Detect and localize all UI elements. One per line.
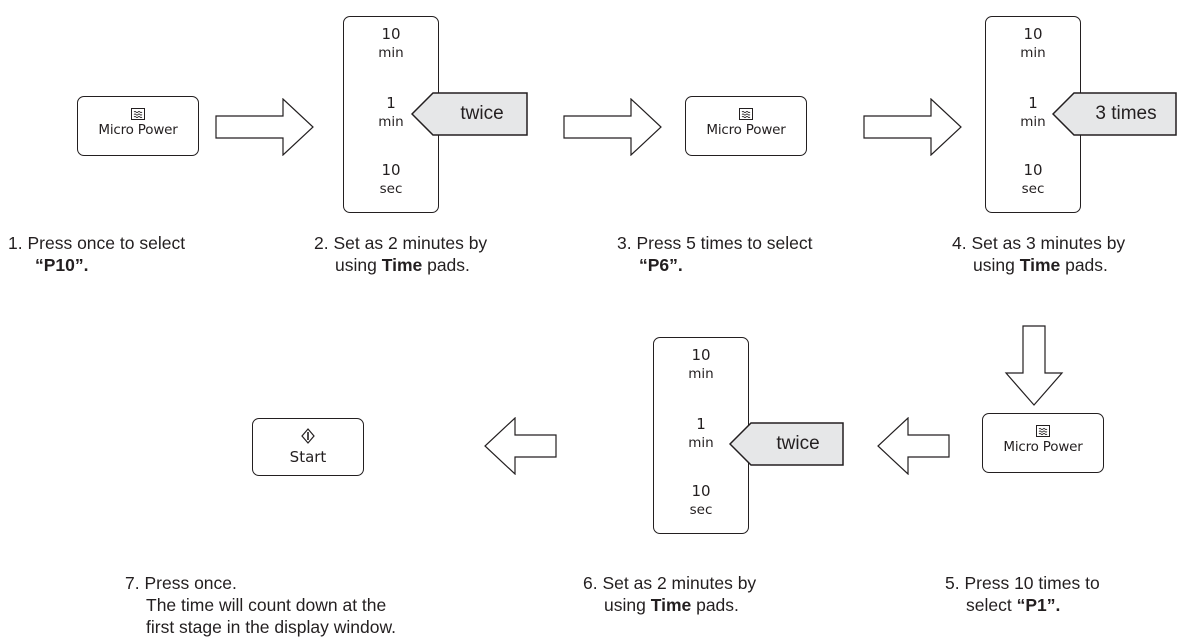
arrow-right-icon: [563, 98, 662, 156]
time-pad-1min[interactable]: 1 min: [344, 94, 438, 132]
microwave-wave-icon: [131, 108, 145, 120]
step-number: 2.: [314, 233, 329, 253]
micro-power-label: Micro Power: [98, 122, 178, 138]
step-text: Set as 2 minutes by: [602, 573, 757, 593]
step-text: using: [604, 595, 651, 615]
time-unit: sec: [1021, 181, 1045, 197]
tag-label-step4: 3 times: [1095, 103, 1157, 124]
arrow-down-icon: [1004, 325, 1064, 406]
tag-label-step2: twice: [460, 103, 504, 124]
step-program: “P1”.: [1016, 595, 1061, 615]
time-unit: min: [1020, 114, 1046, 130]
time-unit: sec: [689, 502, 713, 518]
arrow-left-icon: [877, 417, 950, 475]
arrow-left-icon: [484, 417, 557, 475]
micro-power-label: Micro Power: [1003, 439, 1083, 455]
step-3-caption: 3. Press 5 times to select “P6”.: [617, 232, 813, 276]
time-unit: min: [378, 45, 404, 61]
step-number: 5.: [945, 573, 960, 593]
step-pad-name: Time: [650, 595, 692, 615]
microwave-wave-icon: [1036, 425, 1050, 437]
step-number: 7.: [125, 573, 140, 593]
start-label: Start: [289, 448, 327, 466]
time-unit: min: [378, 114, 404, 130]
time-num: 1: [386, 94, 396, 112]
step-6-caption: 6. Set as 2 minutes by using Time pads.: [583, 572, 756, 616]
press-count-tag-step2: [411, 92, 528, 136]
micro-power-label: Micro Power: [706, 122, 786, 138]
start-pad[interactable]: Start: [252, 418, 364, 476]
time-num: 1: [696, 415, 706, 433]
step-text: Press 5 times to select: [636, 233, 813, 253]
step-1-caption: 1. Press once to select “P10”.: [8, 232, 185, 276]
step-number: 4.: [952, 233, 967, 253]
step-text: Set as 2 minutes by: [333, 233, 488, 253]
step-number: 3.: [617, 233, 632, 253]
time-unit: sec: [379, 181, 403, 197]
time-num: 1: [1028, 94, 1038, 112]
step-text: The time will count down at the: [146, 595, 387, 615]
time-num: 10: [1023, 161, 1043, 179]
step-text: Press 10 times to: [964, 573, 1100, 593]
step-number: 1.: [8, 233, 23, 253]
micro-power-pad-step1[interactable]: Micro Power: [77, 96, 199, 156]
time-pad-10min[interactable]: 10 min: [344, 25, 438, 63]
time-num: 10: [1023, 25, 1043, 43]
tag-label-step6: twice: [776, 433, 820, 454]
time-pad-10sec[interactable]: 10 sec: [986, 161, 1080, 199]
time-pad-10sec[interactable]: 10 sec: [344, 161, 438, 199]
step-5-caption: 5. Press 10 times to select “P1”.: [945, 572, 1100, 616]
time-pad-10min[interactable]: 10 min: [986, 25, 1080, 63]
arrow-right-icon: [863, 98, 962, 156]
step-4-caption: 4. Set as 3 minutes by using Time pads.: [952, 232, 1125, 276]
time-unit: min: [1020, 45, 1046, 61]
step-text: using: [335, 255, 382, 275]
step-text: Set as 3 minutes by: [971, 233, 1126, 253]
step-text: pads.: [1060, 255, 1108, 275]
step-pad-name: Time: [381, 255, 423, 275]
step-7-caption: 7. Press once. The time will count down …: [125, 572, 396, 638]
step-text: using: [973, 255, 1020, 275]
arrow-right-icon: [215, 98, 314, 156]
start-diamond-icon: [301, 428, 315, 444]
step-text: first stage in the display window.: [146, 617, 396, 637]
time-unit: min: [688, 435, 714, 451]
time-unit: min: [688, 366, 714, 382]
step-pad-name: Time: [1019, 255, 1061, 275]
step-text: select: [966, 595, 1017, 615]
time-num: 10: [691, 346, 711, 364]
press-count-tag-step6: [729, 422, 844, 466]
step-text: pads.: [691, 595, 739, 615]
step-text: Press once.: [144, 573, 237, 593]
step-2-caption: 2. Set as 2 minutes by using Time pads.: [314, 232, 487, 276]
micro-power-pad-step3[interactable]: Micro Power: [685, 96, 807, 156]
step-number: 6.: [583, 573, 598, 593]
time-pad-1min[interactable]: 1 min: [654, 415, 748, 453]
step-text: Press once to select: [27, 233, 186, 253]
microwave-wave-icon: [739, 108, 753, 120]
time-num: 10: [691, 482, 711, 500]
step-program: “P6”.: [639, 255, 683, 275]
time-pad-10min[interactable]: 10 min: [654, 346, 748, 384]
micro-power-pad-step5[interactable]: Micro Power: [982, 413, 1104, 473]
step-program: “P10”.: [35, 255, 89, 275]
time-pad-1min[interactable]: 1 min: [986, 94, 1080, 132]
step-text: pads.: [422, 255, 470, 275]
time-num: 10: [381, 161, 401, 179]
press-count-tag-step4: [1052, 92, 1177, 136]
time-pad-10sec[interactable]: 10 sec: [654, 482, 748, 520]
time-num: 10: [381, 25, 401, 43]
